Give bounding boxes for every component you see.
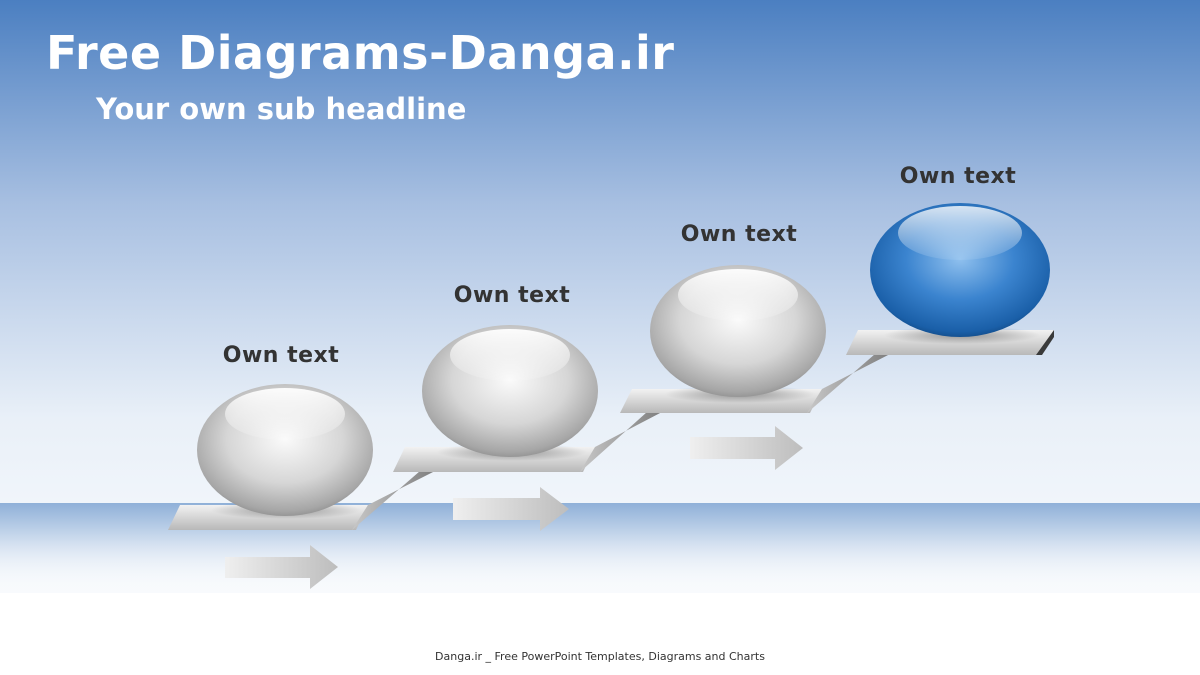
step-1-sphere-highlight	[225, 388, 345, 440]
step-1	[168, 384, 435, 589]
step-2-sphere-highlight	[450, 329, 570, 381]
slide-title: Free Diagrams-Danga.ir	[46, 26, 675, 80]
footer-band	[0, 593, 1200, 675]
step-1-arrow-icon	[225, 545, 338, 589]
step-4	[846, 203, 1054, 355]
step-2-label: Own text	[453, 283, 571, 308]
step-3-label: Own text	[680, 222, 798, 247]
footer-credit: Danga.ir _ Free PowerPoint Templates, Di…	[435, 650, 765, 663]
step-3	[620, 265, 890, 470]
step-3-arrow-icon	[690, 426, 803, 470]
step-3-sphere-highlight	[678, 269, 798, 321]
step-4-sphere-highlight	[898, 206, 1022, 260]
slide-subtitle: Your own sub headline	[96, 92, 467, 126]
step-4-label: Own text	[899, 164, 1017, 189]
step-2-arrow-icon	[453, 487, 569, 531]
step-1-label: Own text	[222, 343, 340, 368]
step-4-platform-edge	[1036, 330, 1054, 355]
step-2	[393, 325, 662, 531]
